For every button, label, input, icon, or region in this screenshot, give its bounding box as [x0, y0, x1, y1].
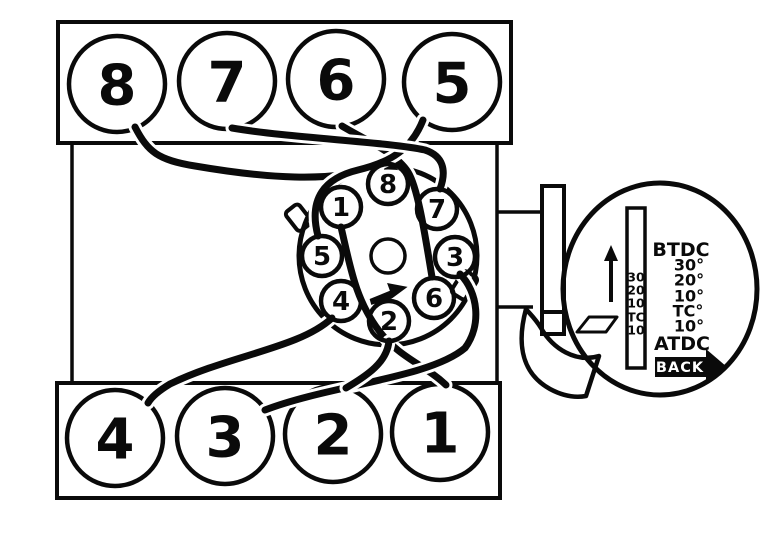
label-tcdeg: TC°: [673, 302, 704, 321]
label-10deg: 10°: [674, 287, 704, 306]
cylinder-6-label: 6: [317, 49, 356, 114]
magnifier-swoosh-arrow: [519, 306, 602, 399]
spark-plug-wire-4: [141, 311, 339, 410]
cylinder-5-circle: [401, 31, 503, 133]
cylinder-3-circle: [174, 385, 276, 487]
cylinder-3-label: 3: [206, 406, 245, 471]
back-arrow: [655, 349, 727, 383]
terminal-5-label: 5: [313, 242, 331, 272]
distributor-terminals: 1 8 7 3 6 2 4 5: [299, 161, 478, 344]
cap-clip-tab-left: [283, 202, 313, 233]
terminal-6-circle: [411, 275, 457, 321]
terminal-8-label: 8: [379, 170, 397, 200]
terminal-4-circle: [318, 278, 364, 324]
cylinder-2-label: 2: [314, 404, 353, 469]
timing-scale-strip: [625, 206, 647, 370]
terminal-3-circle: [432, 234, 478, 280]
terminal-5-circle: [299, 233, 345, 279]
cylinder-4-circle: [64, 387, 166, 489]
strip-label-tc: TC: [627, 310, 645, 325]
spark-plug-wire-3: [258, 267, 483, 417]
terminal-6-label: 6: [425, 284, 443, 314]
label-10deg-atdc: 10°: [674, 317, 704, 336]
timing-pointer-flag: [575, 315, 619, 334]
terminal-2-circle: [366, 298, 412, 344]
spark-plug-wire-7: [225, 121, 450, 196]
strip-label-10b: 10: [627, 323, 645, 338]
bottom-valve-cover: [55, 381, 502, 500]
terminal-7-circle: [414, 186, 460, 232]
advance-direction-arrowhead: [604, 245, 618, 261]
cylinder-8-circle: [66, 33, 168, 135]
terminal-8-circle: [365, 161, 411, 207]
spark-plug-wire-2: [339, 334, 396, 395]
label-btdc: BTDC: [652, 239, 709, 261]
terminal-3-label: 3: [446, 243, 464, 273]
top-cylinder-row: 8 7 6 5: [66, 28, 503, 135]
cylinder-1-label: 1: [421, 402, 460, 467]
cylinder-8-label: 8: [98, 54, 137, 119]
timing-tab-base: [540, 310, 566, 336]
terminal-1-circle: [318, 184, 364, 230]
terminal-2-label: 2: [380, 307, 398, 337]
strip-label-10: 10: [627, 296, 645, 311]
terminal-7-label: 7: [428, 195, 446, 225]
cylinder-5-label: 5: [433, 52, 472, 117]
label-30deg: 30°: [674, 256, 704, 275]
cylinder-7-label: 7: [208, 51, 247, 116]
terminal-1-label: 1: [332, 193, 350, 223]
terminal-4-label: 4: [332, 287, 350, 317]
strip-label-20: 20: [627, 283, 645, 298]
cylinder-4-label: 4: [96, 408, 135, 473]
bottom-cylinder-row: 4 3 2 1: [64, 381, 491, 489]
timing-inset-bubble: [560, 180, 760, 398]
top-valve-cover: [56, 20, 513, 145]
rotor-direction-arrow: [369, 283, 408, 305]
engine-block-outline: [70, 143, 540, 383]
strip-label-30: 30: [627, 270, 645, 285]
label-20deg: 20°: [674, 271, 704, 290]
rotor-center-circle: [369, 237, 407, 275]
back-arrow-label: BACK: [656, 360, 704, 376]
label-atdc: ATDC: [654, 333, 710, 355]
timing-inset-content: 30 20 10 TC 10 BTDC 30° 20° 10° TC° 10° …: [575, 206, 727, 383]
